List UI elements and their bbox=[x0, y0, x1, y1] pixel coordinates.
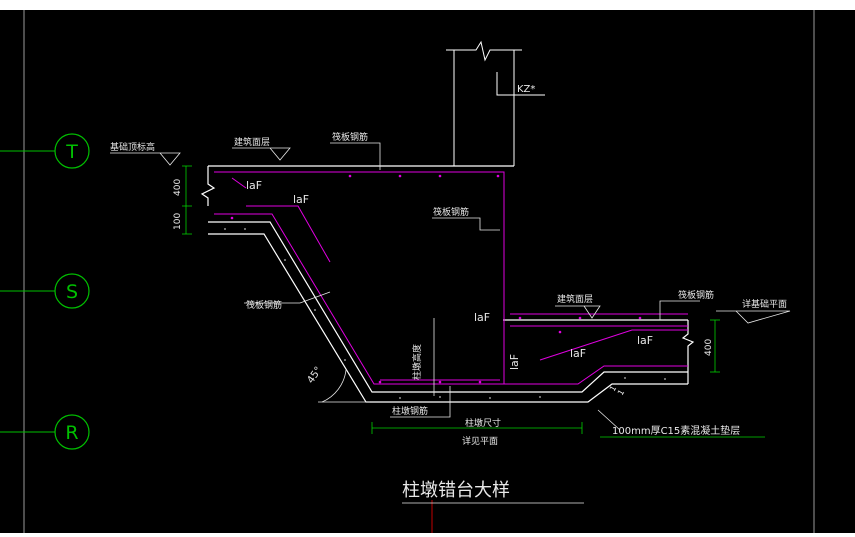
dim-text-400-left: 400 bbox=[173, 179, 183, 196]
rebar-dot bbox=[398, 174, 402, 178]
dim-text-400-right: 400 bbox=[704, 339, 714, 356]
rebar-dot bbox=[638, 316, 642, 320]
hatch-dot bbox=[664, 378, 666, 380]
label-laf-4: laF bbox=[508, 354, 521, 370]
raft-rebar-right-leader bbox=[659, 300, 700, 320]
hatch-dot bbox=[244, 228, 246, 230]
label-foundation-top-elev-left: 基础顶标高 bbox=[110, 141, 155, 153]
slope-rebar-outer bbox=[214, 213, 688, 385]
axis-bubble-t[interactable]: T bbox=[0, 133, 90, 169]
rebar-dot bbox=[378, 380, 382, 384]
label-laf-6: laF bbox=[637, 334, 653, 347]
bedding-leader bbox=[597, 409, 621, 431]
drawing-title: 柱墩错台大样 bbox=[402, 480, 510, 501]
label-laf-2: laF bbox=[293, 193, 309, 206]
raft-rebar-slope-leader bbox=[244, 291, 331, 304]
label-laf-1: laF bbox=[246, 179, 262, 192]
hatch-dot bbox=[489, 397, 491, 399]
bedding-layer-hatch bbox=[224, 228, 666, 399]
axis-label-t: T bbox=[65, 141, 78, 163]
raft-rebar-top-leader bbox=[330, 142, 381, 170]
rebar-dot bbox=[438, 174, 442, 178]
axis-label-r: R bbox=[65, 422, 78, 444]
hatch-dot bbox=[539, 396, 541, 398]
dim-text-see-plan: 详见平面 bbox=[462, 435, 498, 447]
label-raft-rebar-slope: 筏板钢筋 bbox=[246, 299, 282, 311]
column-label: KZ* bbox=[517, 84, 535, 95]
rebar-dot bbox=[518, 316, 522, 320]
foundation-elev-leader bbox=[110, 152, 181, 166]
pier-bottom-profile-outer bbox=[208, 233, 688, 403]
rebar-dot bbox=[348, 174, 352, 178]
dim-text-ratio-1a: 1 bbox=[608, 384, 618, 393]
axis-bubble-s[interactable]: S bbox=[0, 273, 90, 309]
finish-surface-leader bbox=[232, 147, 291, 161]
pier-rebar-bottom-leader bbox=[390, 386, 451, 418]
pier-bottom-profile bbox=[208, 221, 688, 393]
rebar-lines[interactable] bbox=[214, 171, 688, 385]
foundation-right-leader bbox=[716, 310, 791, 324]
right-slab-break bbox=[681, 320, 695, 384]
hatch-dot bbox=[399, 397, 401, 399]
label-foundation-top-right: 详基础平面 bbox=[742, 298, 787, 310]
column-label-leader bbox=[496, 72, 545, 96]
label-finish-surface-left: 建筑面层 bbox=[234, 136, 270, 148]
upper-slab-break bbox=[200, 166, 216, 206]
rebar-dot bbox=[578, 316, 582, 320]
label-pier-rebar-bottom: 柱墩钢筋 bbox=[392, 405, 428, 417]
rebar-dot bbox=[496, 174, 500, 178]
label-raft-rebar-right: 筏板钢筋 bbox=[678, 289, 714, 301]
slope-rebar-inner bbox=[246, 205, 331, 263]
column-break-line bbox=[446, 40, 522, 62]
rebar-dot bbox=[558, 330, 562, 334]
pier-outline[interactable] bbox=[200, 165, 695, 403]
dimension-lines bbox=[182, 165, 765, 504]
hatch-dot bbox=[314, 309, 316, 311]
right-laf-rebar bbox=[539, 329, 688, 361]
rebar-dots bbox=[230, 174, 642, 384]
axis-circle-r bbox=[54, 414, 90, 450]
dim-text-pier-size: 柱墩尺寸 bbox=[465, 417, 501, 429]
rebar-dot bbox=[438, 380, 442, 384]
angle-arc bbox=[321, 369, 347, 403]
label-laf-3: laF bbox=[474, 311, 490, 324]
top-white-strip bbox=[0, 0, 855, 10]
dim-text-ratio-1b: 1 bbox=[616, 388, 626, 397]
label-bedding: 100mm厚C15素混凝土垫层 bbox=[612, 424, 740, 437]
hatch-dot bbox=[439, 396, 441, 398]
top-rebar-main bbox=[214, 171, 505, 384]
hatch-dot bbox=[284, 259, 286, 261]
raft-rebar-mid-leader bbox=[432, 217, 500, 231]
annotation-leaders bbox=[110, 142, 791, 431]
dim-text-100-left: 100 bbox=[173, 213, 183, 230]
top-rebar-hook bbox=[231, 177, 247, 189]
finish-surface-right-leader bbox=[555, 305, 601, 319]
column-outline[interactable] bbox=[446, 40, 545, 166]
label-pier-height: 柱墩高度 bbox=[411, 344, 423, 380]
hatch-dot bbox=[624, 377, 626, 379]
rebar-dot bbox=[478, 380, 482, 384]
axis-circle-s bbox=[54, 273, 90, 309]
label-laf-5: laF bbox=[570, 347, 586, 360]
hatch-dot bbox=[224, 228, 226, 230]
label-finish-surface-right: 建筑面层 bbox=[557, 293, 593, 305]
rebar-dot bbox=[230, 216, 234, 220]
axis-bubble-r[interactable]: R bbox=[0, 414, 90, 450]
axis-circle-t bbox=[54, 133, 90, 169]
axis-label-s: S bbox=[66, 281, 78, 303]
hatch-dot bbox=[344, 359, 346, 361]
label-raft-rebar-top: 筏板钢筋 bbox=[332, 131, 368, 143]
label-raft-rebar-mid: 筏板钢筋 bbox=[433, 206, 469, 218]
